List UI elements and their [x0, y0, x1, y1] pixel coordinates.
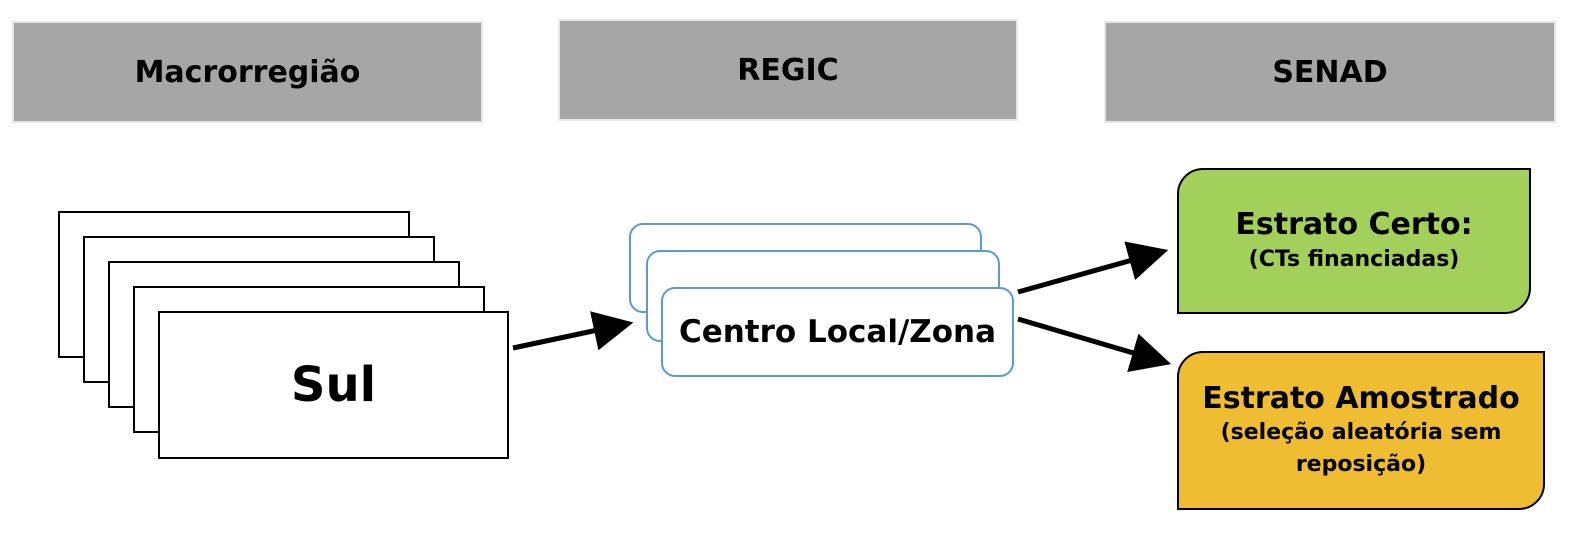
- estrato-amostrado-box: Estrato Amostrado (seleção aleatória sem…: [1177, 351, 1545, 510]
- header-macrorregiao: Macrorregião: [12, 21, 483, 123]
- estrato-amostrado-title: Estrato Amostrado: [1202, 380, 1520, 416]
- estrato-amostrado-subtitle-line1: (seleção aleatória sem: [1220, 420, 1502, 446]
- header-senad-label: SENAD: [1272, 54, 1388, 90]
- estrato-certo-box: Estrato Certo: (CTs financiadas): [1177, 168, 1531, 314]
- arrow-macro-to-regic: [512, 311, 634, 351]
- header-senad: SENAD: [1104, 21, 1556, 123]
- estrato-certo-subtitle: (CTs financiadas): [1248, 246, 1460, 272]
- macro-card-label: Sul: [290, 357, 377, 413]
- macro-card-front: Sul: [158, 311, 509, 459]
- estrato-certo-title: Estrato Certo:: [1235, 207, 1473, 243]
- estrato-amostrado-subtitle-line2: reposição): [1295, 452, 1427, 478]
- header-macrorregiao-label: Macrorregião: [134, 54, 361, 90]
- arrow-regic-to-certo: [1017, 241, 1169, 295]
- header-regic-label: REGIC: [737, 52, 839, 88]
- header-regic: REGIC: [558, 19, 1018, 121]
- regic-card-label: Centro Local/Zona: [678, 314, 997, 350]
- regic-card-front: Centro Local/Zona: [661, 287, 1014, 377]
- arrow-regic-to-amostrado: [1017, 316, 1172, 373]
